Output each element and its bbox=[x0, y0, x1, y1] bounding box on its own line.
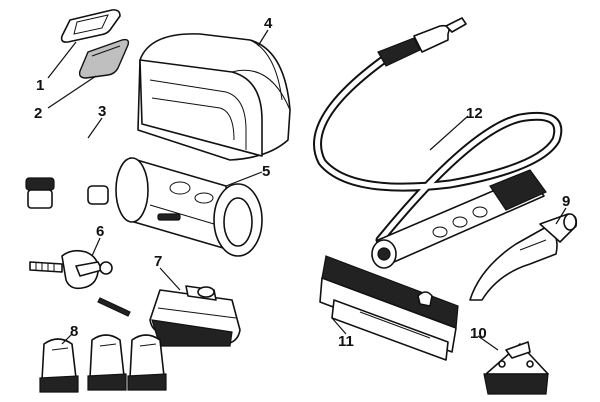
part-8-round-brushes bbox=[39, 334, 167, 393]
callout-3: 3 bbox=[98, 103, 106, 120]
callout-8: 8 bbox=[70, 323, 78, 340]
callout-9: 9 bbox=[562, 193, 570, 210]
part-2-filter-pad bbox=[78, 38, 130, 79]
part-5-round-nozzle bbox=[115, 157, 263, 257]
callout-11: 11 bbox=[338, 333, 354, 350]
part-11-squeegee bbox=[319, 255, 459, 361]
part-3-connector-hose bbox=[25, 133, 109, 209]
part-12-steam-hose bbox=[313, 17, 563, 269]
leader-lines bbox=[47, 29, 567, 351]
part-7-scrub-brush bbox=[149, 285, 241, 347]
callout-2: 2 bbox=[34, 105, 42, 122]
part-10-triangle-brush bbox=[483, 341, 549, 395]
part-9-detail-nozzle bbox=[469, 213, 578, 301]
callout-6: 6 bbox=[96, 223, 104, 240]
callout-4: 4 bbox=[264, 15, 273, 32]
part-1-gasket bbox=[60, 9, 121, 43]
part-6-adapter bbox=[29, 249, 131, 317]
callout-5: 5 bbox=[262, 163, 270, 180]
callout-10: 10 bbox=[470, 325, 487, 342]
callout-7: 7 bbox=[154, 253, 162, 270]
callout-12: 12 bbox=[466, 105, 483, 122]
part-4-hood bbox=[137, 33, 291, 161]
callout-labels: 1 2 3 4 5 6 7 8 9 10 11 12 bbox=[34, 15, 570, 350]
callout-1: 1 bbox=[36, 77, 44, 94]
